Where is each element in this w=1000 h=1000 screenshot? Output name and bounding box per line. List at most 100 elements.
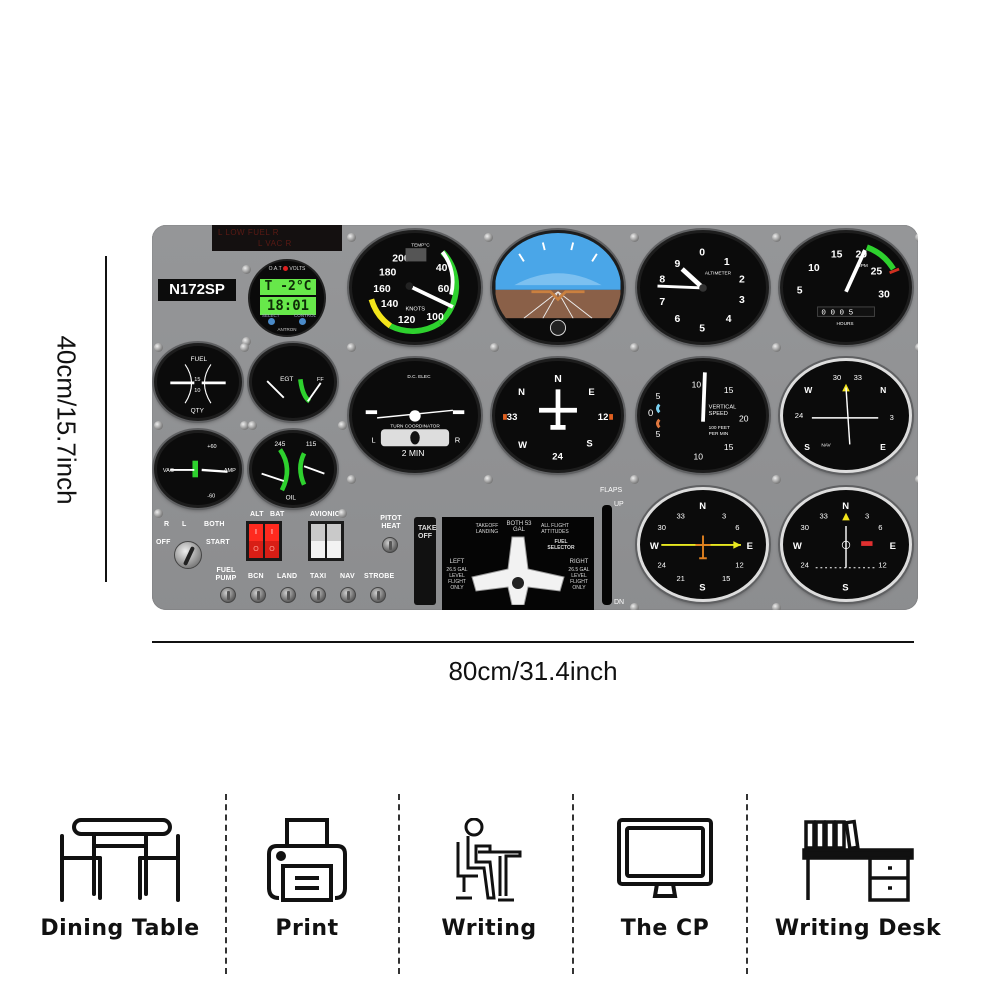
panel-screw-icon — [630, 343, 639, 352]
strobe-toggle[interactable] — [370, 587, 386, 603]
magneto-key-switch[interactable] — [174, 541, 202, 569]
svg-text:100 FEET: 100 FEET — [709, 425, 730, 431]
panel-screw-icon — [484, 475, 493, 484]
svg-text:E: E — [747, 541, 753, 552]
svg-text:E: E — [880, 442, 886, 452]
use-label: Writing — [441, 916, 537, 941]
vor-nav2-indicator: N E S W 33 3 30 6 24 12 — [780, 487, 912, 602]
hsi-dial-icon: N E S W 33 3 30 6 24 12 21 15 — [650, 501, 753, 594]
panel-screw-icon — [915, 475, 918, 484]
use-writing-desk: Writing Desk — [756, 790, 960, 970]
alt-label: ALT — [250, 511, 264, 518]
panel-screw-icon — [347, 475, 356, 484]
svg-text:N: N — [842, 501, 849, 512]
svg-text:N: N — [880, 385, 886, 395]
svg-text:TURN COORDINATOR: TURN COORDINATOR — [390, 423, 440, 429]
svg-text:S: S — [699, 582, 705, 593]
tachometer-dial-icon: 5 10 15 20 25 30 RPM 0 0 0 5 HOURS — [797, 244, 900, 327]
turn-coordinator-dial-icon: D.C. ELEC TURN COORDINATOR L R 2 MIN — [365, 374, 465, 458]
svg-text:7: 7 — [659, 297, 665, 308]
altimeter-dial-icon: 0 1 2 3 4 5 6 7 8 9 ALTIMETER — [657, 248, 745, 335]
nav-label: NAV — [340, 573, 355, 580]
airspeed-dial-icon: 40 60 100 120 140 160 180 200 KNOTS TEMP… — [368, 242, 460, 335]
width-dimension-line — [152, 641, 914, 643]
svg-text:3: 3 — [722, 511, 726, 520]
fuel-pump-toggle[interactable] — [220, 587, 236, 603]
svg-text:AMP: AMP — [224, 468, 236, 474]
svg-text:100: 100 — [426, 312, 444, 323]
svg-text:12: 12 — [735, 561, 743, 570]
annunciator-panel: L LOW FUEL R L VAC R — [212, 225, 342, 251]
panel-screw-icon — [630, 233, 639, 242]
svg-text:33: 33 — [819, 511, 827, 520]
fuel-selector-handle-icon[interactable] — [470, 535, 566, 605]
svg-text:0 0 0 5: 0 0 0 5 — [821, 310, 853, 318]
svg-text:10: 10 — [692, 380, 702, 390]
vac-amp-dial-icon: VAC AMP +60 -60 — [163, 444, 236, 500]
svg-text:33: 33 — [676, 511, 684, 520]
svg-text:15: 15 — [724, 442, 734, 452]
svg-text:E: E — [588, 387, 594, 398]
panel-screw-icon — [242, 265, 251, 274]
svg-text:PER MIN: PER MIN — [709, 431, 729, 437]
use-label: Print — [275, 916, 339, 941]
cockpit-panel-mousepad: L LOW FUEL R L VAC R N172SP O.A.T VOLTS … — [152, 225, 918, 610]
avionics-switch — [308, 521, 344, 561]
control-button[interactable] — [299, 318, 306, 325]
svg-text:R: R — [455, 436, 461, 445]
annunciator-line1: L LOW FUEL R — [218, 228, 279, 237]
svg-text:OIL: OIL — [286, 494, 297, 501]
svg-text:S: S — [586, 438, 592, 449]
svg-text:TEMP°C: TEMP°C — [411, 242, 430, 248]
vertical-speed-indicator: 0 5 5 10 10 15 15 20 VERTICAL SPEED 100 … — [637, 358, 769, 473]
oat-label: O.A.T — [268, 266, 282, 272]
panel-screw-icon — [630, 475, 639, 484]
svg-text:60: 60 — [438, 284, 450, 295]
svg-text:5: 5 — [797, 286, 803, 297]
svg-text:FUEL: FUEL — [191, 356, 208, 363]
avionics-rocker-1[interactable] — [311, 524, 325, 558]
svg-text:15: 15 — [831, 250, 843, 261]
svg-text:S: S — [842, 582, 848, 593]
dining-table-icon — [60, 818, 180, 902]
svg-text:24: 24 — [795, 411, 803, 420]
panel-screw-icon — [772, 343, 781, 352]
svg-text:N: N — [554, 374, 562, 385]
select-button[interactable] — [268, 318, 275, 325]
taxi-toggle[interactable] — [310, 587, 326, 603]
svg-text:12: 12 — [878, 561, 886, 570]
egt-fuel-flow-gauge: EGT FF — [249, 343, 337, 421]
svg-text:24: 24 — [801, 561, 809, 570]
panel-screw-icon — [630, 603, 639, 610]
svg-text:W: W — [793, 541, 802, 552]
panel-screw-icon — [154, 421, 163, 430]
svg-text:ALTIMETER: ALTIMETER — [705, 271, 732, 277]
svg-text:0: 0 — [648, 408, 653, 419]
bcn-toggle[interactable] — [250, 587, 266, 603]
control-label: CONTROL — [293, 313, 316, 318]
avionics-rocker-2[interactable] — [327, 524, 341, 558]
vsi-dial-icon: 0 5 5 10 10 15 15 20 VERTICAL SPEED 100 … — [648, 372, 749, 462]
panel-screw-icon — [347, 343, 356, 352]
svg-text:N: N — [699, 501, 706, 512]
nav-toggle[interactable] — [340, 587, 356, 603]
svg-text:2 MIN: 2 MIN — [402, 448, 425, 458]
svg-text:D.C. ELEC: D.C. ELEC — [407, 374, 431, 380]
svg-text:15: 15 — [724, 385, 734, 395]
svg-text:30: 30 — [878, 289, 890, 300]
svg-text:9: 9 — [675, 259, 681, 270]
use-print: Print — [236, 790, 378, 970]
magneto-both-label: BOTH — [204, 521, 225, 528]
svg-text:10: 10 — [808, 263, 820, 274]
flaps-lever[interactable] — [602, 505, 612, 605]
land-toggle[interactable] — [280, 587, 296, 603]
panel-screw-icon — [154, 509, 163, 518]
svg-text:NAV: NAV — [821, 442, 831, 448]
pitot-heat-toggle[interactable] — [382, 537, 398, 553]
svg-text:8: 8 — [659, 274, 665, 285]
svg-text:FF: FF — [317, 377, 324, 383]
svg-text:140: 140 — [381, 299, 399, 310]
svg-text:15: 15 — [722, 574, 730, 583]
